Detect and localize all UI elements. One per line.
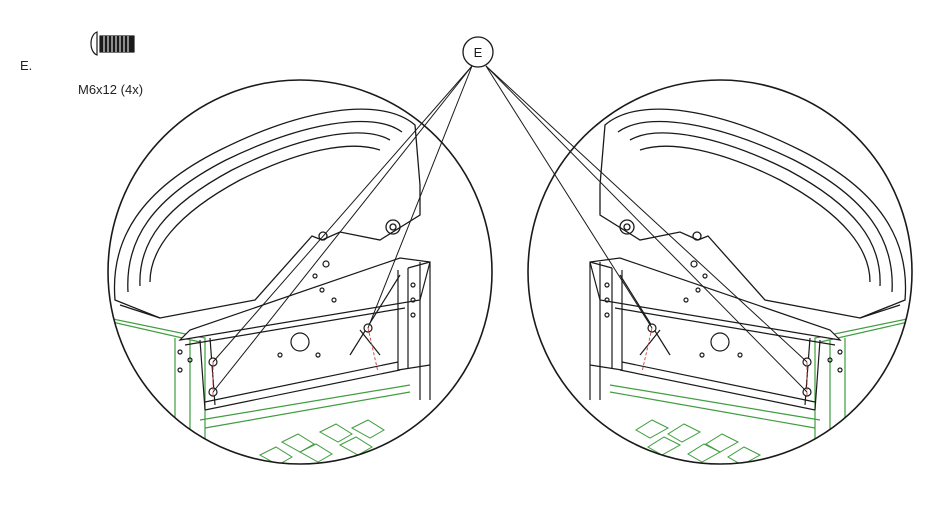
callout-bubble: E bbox=[462, 36, 494, 68]
screw-caption: M6x12 (4x) bbox=[78, 82, 144, 97]
right-detail-view bbox=[527, 79, 913, 465]
callout-letter: E bbox=[474, 45, 483, 60]
callout-leader-lines bbox=[212, 65, 808, 393]
step-label: E. bbox=[20, 58, 33, 73]
screw-icon bbox=[90, 31, 135, 56]
left-detail-view bbox=[107, 79, 493, 465]
